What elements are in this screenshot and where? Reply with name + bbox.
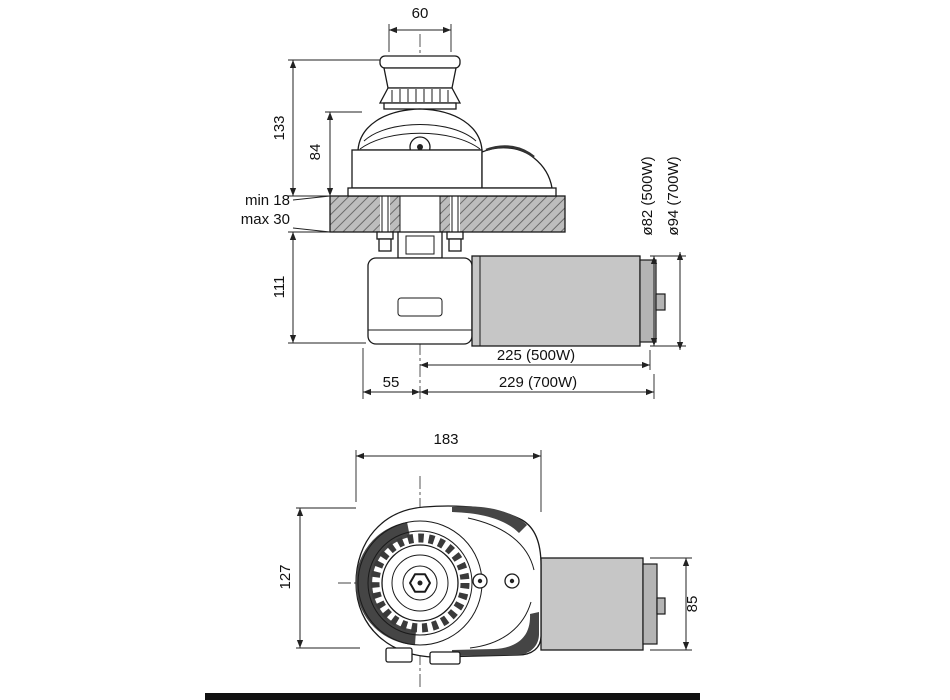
dome-rib-lines bbox=[359, 124, 481, 150]
dim-183: 183 bbox=[355, 431, 542, 512]
motor-plan-body bbox=[540, 557, 644, 651]
shaft-and-bolts bbox=[376, 196, 464, 259]
dim-133: 133 bbox=[271, 59, 380, 197]
drum-knurling bbox=[391, 89, 449, 102]
motor-plan bbox=[540, 557, 666, 651]
deck-bolt-slot-right bbox=[450, 196, 460, 232]
bottom-divider-bar bbox=[205, 693, 700, 700]
dim-133-label: 133 bbox=[271, 115, 288, 140]
dia-500w-label: ø82 (500W) bbox=[639, 156, 656, 235]
motor-body bbox=[471, 255, 641, 347]
dim-111: 111 bbox=[271, 231, 366, 344]
chain-pipe-arm bbox=[481, 147, 553, 189]
gearbox bbox=[367, 257, 473, 345]
dim-60-label: 60 bbox=[412, 5, 429, 22]
gypsy-teeth-ring bbox=[370, 533, 470, 633]
side-view: 60 133 84 min 18 max 30 111 bbox=[241, 5, 686, 400]
dim-85-label: 85 bbox=[684, 596, 701, 613]
deck-shaft-cutout bbox=[400, 196, 440, 232]
cover-screws bbox=[472, 573, 520, 589]
dim-127-label: 127 bbox=[277, 564, 294, 589]
washer-right bbox=[446, 231, 464, 240]
capstan-drum bbox=[378, 55, 462, 110]
dim-84-label: 84 bbox=[307, 144, 324, 161]
deck-plate bbox=[329, 195, 566, 233]
housing-foot-left bbox=[385, 647, 413, 663]
motor-plan-end-cap bbox=[642, 563, 658, 645]
housing-inner-lines bbox=[467, 517, 535, 649]
dim-60: 60 bbox=[388, 5, 452, 52]
clutch-cap-center bbox=[417, 144, 423, 150]
housing-dark-top-wedge bbox=[452, 506, 527, 533]
motor-side bbox=[471, 255, 666, 347]
dim-127: 127 bbox=[277, 507, 360, 649]
dim-motor-lengths: 225 (500W) 229 (700W) 55 bbox=[362, 347, 655, 399]
dim-183-label: 183 bbox=[433, 431, 458, 448]
dim-85: 85 bbox=[650, 557, 701, 651]
plan-view: 183 127 85 bbox=[277, 431, 701, 690]
dia-700w-label: ø94 (700W) bbox=[665, 156, 682, 235]
motor-shaft-nub bbox=[655, 293, 666, 311]
motor-plan-nub bbox=[656, 597, 666, 615]
deck-min-label: min 18 bbox=[245, 192, 290, 209]
deck-max-label: max 30 bbox=[241, 211, 290, 228]
len-700w-label: 229 (700W) bbox=[499, 374, 577, 391]
nut-right bbox=[448, 238, 462, 252]
dim-motor-diameters: ø82 (500W) ø94 (700W) bbox=[639, 156, 686, 350]
gearbox-plate bbox=[397, 297, 443, 317]
housing-foot-center bbox=[429, 651, 461, 665]
deck-flange bbox=[347, 187, 557, 197]
dim-111-label: 111 bbox=[271, 276, 288, 299]
dim-84: 84 bbox=[307, 111, 362, 196]
washer-left bbox=[376, 231, 394, 240]
len-500w-label: 225 (500W) bbox=[497, 347, 575, 364]
housing-dark-bottom-band bbox=[452, 612, 539, 656]
gypsy-dark-crescent bbox=[355, 522, 416, 645]
arm-top-edge bbox=[485, 145, 535, 158]
nut-left bbox=[378, 238, 392, 252]
gypsy-center-dot bbox=[417, 580, 423, 586]
deck-thickness-dims: min 18 max 30 bbox=[241, 192, 331, 233]
deck-bolt-slot-left bbox=[380, 196, 390, 232]
dim-55-label: 55 bbox=[383, 374, 400, 391]
base-housing bbox=[347, 145, 557, 197]
